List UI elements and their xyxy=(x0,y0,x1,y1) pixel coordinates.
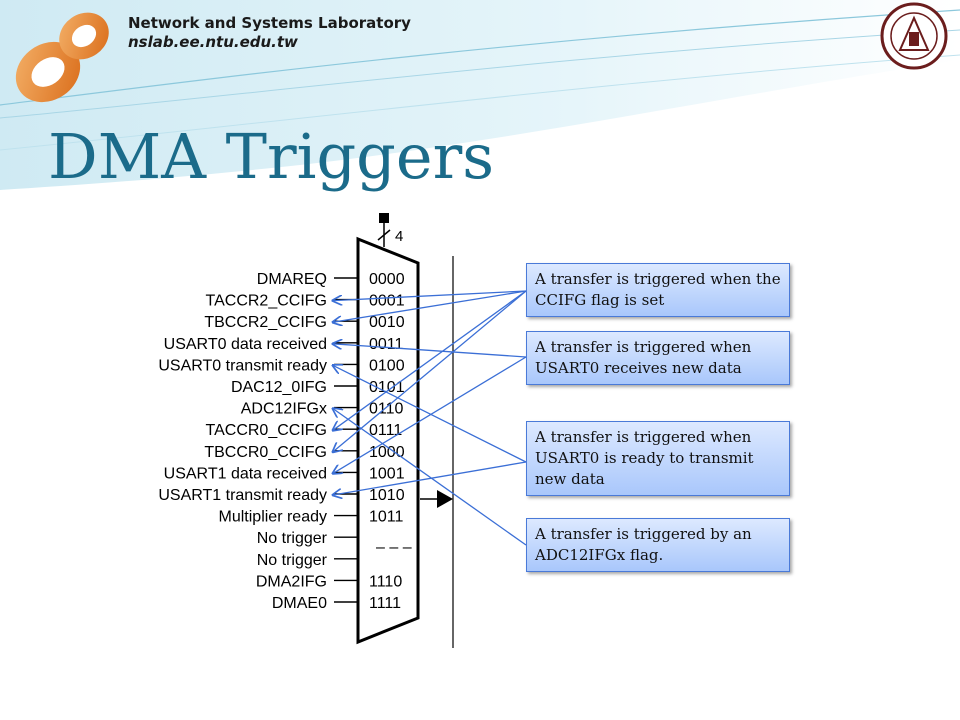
connector-arrow xyxy=(333,290,527,322)
bus-width-label: 4 xyxy=(395,228,403,245)
lab-name: Network and Systems Laboratory xyxy=(128,14,411,32)
connector-arrow xyxy=(333,461,527,495)
connector-arrow xyxy=(333,365,527,463)
trigger-code: 0100 xyxy=(369,357,405,374)
trigger-label: TBCCR2_CCIFG xyxy=(204,314,327,331)
callout-adc12-text: A transfer is triggered by an ADC12IFGx … xyxy=(535,525,752,564)
trigger-code: 0001 xyxy=(369,293,405,310)
callout-ccifg: A transfer is triggered when the CCIFG f… xyxy=(526,263,790,317)
connector-arrow xyxy=(333,409,527,546)
trigger-code: 0101 xyxy=(369,379,405,396)
trigger-code: 1000 xyxy=(369,444,405,461)
trigger-code: 1110 xyxy=(369,573,402,590)
callout-ccifg-text: A transfer is triggered when the CCIFG f… xyxy=(535,270,781,309)
trigger-code: 1001 xyxy=(369,465,405,482)
trigger-label: DMAREQ xyxy=(257,271,327,288)
trigger-label: TBCCR0_CCIFG xyxy=(204,444,327,461)
connector-arrow xyxy=(333,356,527,473)
trigger-code: 1011 xyxy=(369,509,404,526)
callout-usart0-transmit-text: A transfer is triggered when USART0 is r… xyxy=(535,428,754,488)
trigger-label: No trigger xyxy=(257,552,328,569)
callout-usart0-receive-text: A transfer is triggered when USART0 rece… xyxy=(535,338,752,377)
trigger-label: DMAE0 xyxy=(272,595,327,612)
lab-url: nslab.ee.ntu.edu.tw xyxy=(128,33,298,51)
nslab-logo xyxy=(15,12,109,103)
trigger-code: 0010 xyxy=(369,314,405,331)
trigger-label: USART1 transmit ready xyxy=(158,487,327,504)
trigger-code: 0110 xyxy=(369,401,404,418)
trigger-label: ADC12IFGx xyxy=(241,401,327,418)
trigger-label: TACCR0_CCIFG xyxy=(206,422,328,439)
callout-adc12: A transfer is triggered by an ADC12IFGx … xyxy=(526,518,790,572)
ntu-emblem xyxy=(880,2,948,70)
trigger-code: 0111 xyxy=(369,422,402,439)
trigger-label: TACCR2_CCIFG xyxy=(206,293,328,310)
trigger-label: USART1 data received xyxy=(164,465,327,482)
trigger-label: DAC12_0IFG xyxy=(231,379,327,396)
trigger-code: 0011 xyxy=(369,336,404,353)
trigger-label: Multiplier ready xyxy=(219,509,327,526)
trigger-label: DMA2IFG xyxy=(256,573,327,590)
trigger-code: 1111 xyxy=(369,595,401,612)
connector-arrow xyxy=(333,344,527,358)
bus-width-slash xyxy=(377,229,391,241)
reserved-code: – – – xyxy=(376,539,412,556)
trigger-label: USART0 data received xyxy=(164,336,327,353)
output-arrow xyxy=(437,490,453,508)
trigger-code: 1010 xyxy=(369,487,405,504)
slide-title: DMA Triggers xyxy=(48,120,495,193)
select-input-square xyxy=(379,213,389,223)
trigger-label: No trigger xyxy=(257,530,328,547)
connector-arrow xyxy=(333,290,527,301)
callout-usart0-receive: A transfer is triggered when USART0 rece… xyxy=(526,331,790,385)
connector-arrow xyxy=(333,290,527,452)
trigger-code: 0000 xyxy=(369,271,405,288)
trigger-label: USART0 transmit ready xyxy=(158,357,327,374)
connector-arrow xyxy=(333,290,527,430)
callout-usart0-transmit: A transfer is triggered when USART0 is r… xyxy=(526,421,790,496)
